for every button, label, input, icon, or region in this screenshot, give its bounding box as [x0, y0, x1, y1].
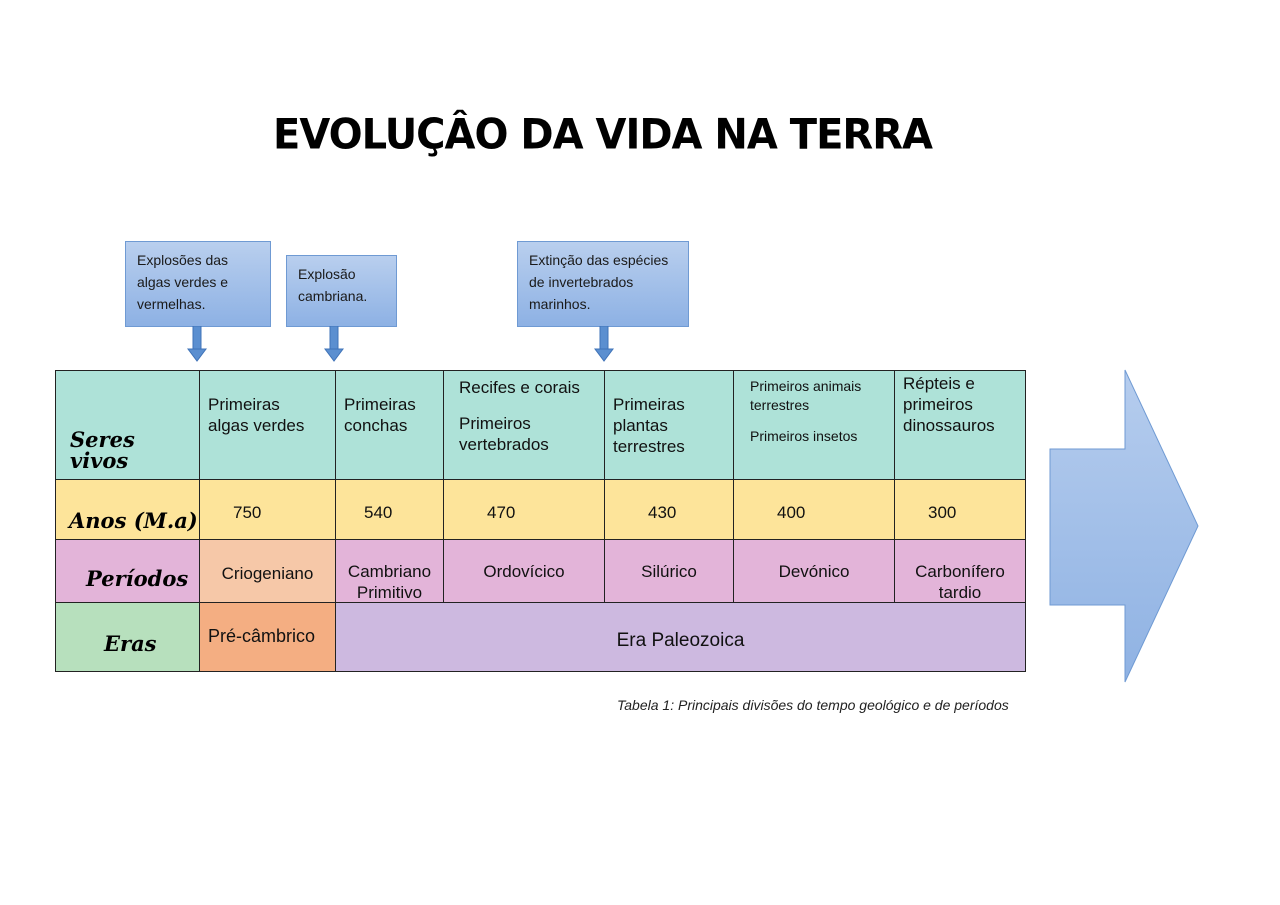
table-caption: Tabela 1: Principais divisões do tempo g… — [617, 697, 1009, 713]
page-title: EVOLUÇÂO DA VIDA NA TERRA — [273, 110, 933, 160]
cell-seres-repteis: Répteis e primeiros dinossauros — [894, 370, 1026, 480]
cell-periodo-cambriano: Cambriano Primitivo — [335, 539, 444, 603]
row-header-eras: Eras — [55, 602, 200, 672]
row-header-anos: Anos (M.a) — [55, 479, 200, 540]
cell-seres-vertebrados: Recifes e corais Primeiros vertebrados — [443, 370, 605, 480]
cell-anos-4: 400 — [733, 479, 895, 540]
cell-anos-0: 750 — [199, 479, 336, 540]
cell-anos-2: 470 — [443, 479, 605, 540]
down-arrow-icon — [594, 326, 614, 362]
geologic-time-table: Seres vivos Primeiras algas verdes Prime… — [55, 370, 1026, 672]
down-arrow-icon — [324, 326, 344, 362]
cell-periodo-ordovicico: Ordovícico — [443, 539, 605, 603]
cell-era-paleozoica: Era Paleozoica — [335, 602, 1026, 672]
callout-algae-explosion: Explosões das algas verdes e vermelhas. — [125, 241, 271, 327]
cell-seres-animais-insetos: Primeiros animais terrestres Primeiros i… — [733, 370, 895, 480]
cell-periodo-criogeniano: Criogeniano — [199, 539, 336, 603]
row-header-periodos: Períodos — [55, 539, 200, 603]
down-arrow-icon — [187, 326, 207, 362]
cell-seres-plantas: Primeiras plantas terrestres — [604, 370, 734, 480]
cell-periodo-silurico: Silúrico — [604, 539, 734, 603]
cell-anos-3: 430 — [604, 479, 734, 540]
cell-anos-1: 540 — [335, 479, 444, 540]
callout-invertebrate-extinction: Extinção das espécies de invertebrados m… — [517, 241, 689, 327]
cell-anos-5: 300 — [894, 479, 1026, 540]
cell-era-precambrico: Pré-câmbrico — [199, 602, 336, 672]
cell-periodo-carbonifero: Carbonífero tardio — [894, 539, 1026, 603]
timeline-arrow-icon — [1049, 369, 1199, 683]
callout-cambrian-explosion: Explosão cambriana. — [286, 255, 397, 327]
cell-seres-conchas: Primeiras conchas — [335, 370, 444, 480]
row-header-seres: Seres vivos — [55, 370, 200, 480]
cell-seres-algas: Primeiras algas verdes — [199, 370, 336, 480]
cell-periodo-devonico: Devónico — [733, 539, 895, 603]
